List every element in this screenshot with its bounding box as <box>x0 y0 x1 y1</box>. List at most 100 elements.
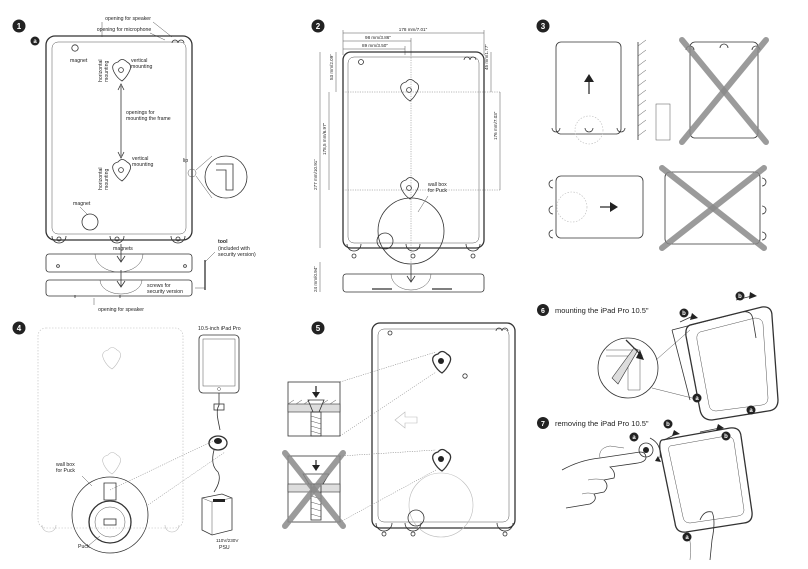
step-4-badge <box>12 321 26 335</box>
arrow-down-icon <box>312 392 320 398</box>
callout-a-2 <box>746 405 756 415</box>
panel-6-title: mounting the iPad Pro 10.5" <box>555 306 649 315</box>
keyhole-top-icon <box>112 59 131 82</box>
dim-178-5: 178,5 mm/6.97" <box>322 122 327 155</box>
panel-3-orientation: 3 <box>536 19 769 251</box>
panel-7-title: removing the iPad Pro 10.5" <box>555 419 649 428</box>
callout-b-2 <box>735 291 745 301</box>
magnet-bottom-icon <box>81 213 99 231</box>
bottom-bar-screws <box>45 279 193 297</box>
panel-6-frame <box>685 306 779 421</box>
callout-b-2-letter: b <box>738 294 742 300</box>
dim-277: 277 mm/10.91" <box>313 159 318 190</box>
callout-b-3-letter: b <box>666 422 670 428</box>
dim-98: 98 mm/3.86" <box>365 35 391 40</box>
panel-6-mounting-ipad: 6 mounting the iPad Pro 10.5" b b a a <box>537 291 779 421</box>
portrait-frame-correct <box>555 41 622 135</box>
step-3-number: 3 <box>541 22 546 31</box>
arrow-right-icon <box>610 202 618 212</box>
dim-width: 178 mm/7.01" <box>399 27 428 32</box>
panel-2-bottom-bar <box>342 273 485 293</box>
panel-4-frame-ghost <box>37 327 184 529</box>
panel-7-removing-ipad: 7 removing the iPad Pro 10.5" a b b a <box>537 417 753 561</box>
label-horizontal-mounting-bottom: horizontalmounting <box>98 168 110 191</box>
step-1-number: 1 <box>17 22 22 31</box>
step-5-number: 5 <box>316 324 321 333</box>
callout-a-3-letter: a <box>632 435 636 441</box>
bottom-bar-magnets <box>45 253 193 273</box>
panel-5-keyhole-bottom-icon <box>432 448 452 472</box>
step-2-number: 2 <box>316 22 321 31</box>
panel-5-keyhole-top-icon <box>432 350 452 374</box>
label-tool: tool <box>218 239 228 245</box>
lip-detail-circle <box>204 155 248 199</box>
callout-b-3 <box>663 419 673 429</box>
panel-1-frame-overview: 1 a opening for speaker opening for micr… <box>12 16 256 313</box>
label-opening-speaker-bottom: opening for speaker <box>98 307 144 313</box>
label-psu: PSU <box>219 545 230 551</box>
panel-5-frame-outline <box>371 322 516 529</box>
label-lip: lip <box>183 158 188 164</box>
keyhole-bottom-icon <box>112 159 131 182</box>
callout-a-1-letter: a <box>695 396 699 402</box>
arrow-up-icon <box>584 74 594 82</box>
panel-2-dimensions: 2 178 mm/7.01" 98 mm/3.86" 89 mm/3.50" 4… <box>311 19 501 293</box>
frame-outline <box>45 35 193 241</box>
callout-a-4 <box>682 532 692 542</box>
step-3-badge <box>536 19 550 33</box>
callout-a-1 <box>692 393 702 403</box>
label-magnet-bottom: magnet <box>73 201 91 207</box>
dim-176: 176 mm/7.03" <box>493 111 498 140</box>
callout-b-4 <box>721 431 731 441</box>
dim-45: 45 mm/1.77" <box>484 44 489 70</box>
panel-2-frame-outline <box>342 51 485 249</box>
callout-a-3 <box>629 432 639 442</box>
label-magnet-top: magnet <box>70 58 88 64</box>
dim-53: 53 mm/2.09" <box>329 54 334 80</box>
label-magnets: magnets <box>113 246 133 252</box>
label-opening-speaker-top: opening for speaker <box>105 16 151 22</box>
label-opening-microphone: opening for microphone <box>97 27 152 33</box>
label-puck: Puck <box>78 544 90 550</box>
magnet-top-icon <box>71 44 79 52</box>
panel-6-detail-circle <box>597 337 659 399</box>
step-4-number: 4 <box>17 324 22 333</box>
hand-illustration <box>561 451 647 509</box>
step-6-number: 6 <box>541 308 545 315</box>
callout-a-2-letter: a <box>749 408 753 414</box>
callout-b-4-letter: b <box>724 434 728 440</box>
label-psu-voltage: 110V/230V <box>216 538 239 543</box>
dim-24: 24 mm/0.94" <box>313 266 318 292</box>
wall-box-circle <box>71 476 149 554</box>
callout-a-4-letter: a <box>685 535 689 541</box>
portrait-frame-wrong <box>689 41 759 139</box>
step-1-badge <box>12 19 26 33</box>
label-horizontal-mounting-top: horizontalmounting <box>98 60 110 83</box>
step-7-badge <box>537 417 549 429</box>
landscape-frame-correct <box>555 175 644 239</box>
panel-5-screw-mounting: 5 <box>282 321 516 538</box>
sub-a-letter: a <box>33 39 37 45</box>
panel-7-frame <box>659 427 753 533</box>
label-ipad: 10.5-inch iPad Pro <box>198 326 241 332</box>
callout-b-1 <box>679 308 689 318</box>
callout-b-1-letter: b <box>682 311 686 317</box>
ipad-icon <box>198 334 240 394</box>
step-7-number: 7 <box>541 421 545 428</box>
panel-2-keyhole-bottom-icon <box>400 177 419 200</box>
landscape-frame-wrong <box>664 171 761 245</box>
step-5-badge <box>311 321 325 335</box>
sub-a-badge <box>30 36 40 46</box>
step-2-badge <box>311 19 325 33</box>
panel-2-keyhole-top-icon <box>400 79 419 102</box>
step-6-badge <box>537 304 549 316</box>
